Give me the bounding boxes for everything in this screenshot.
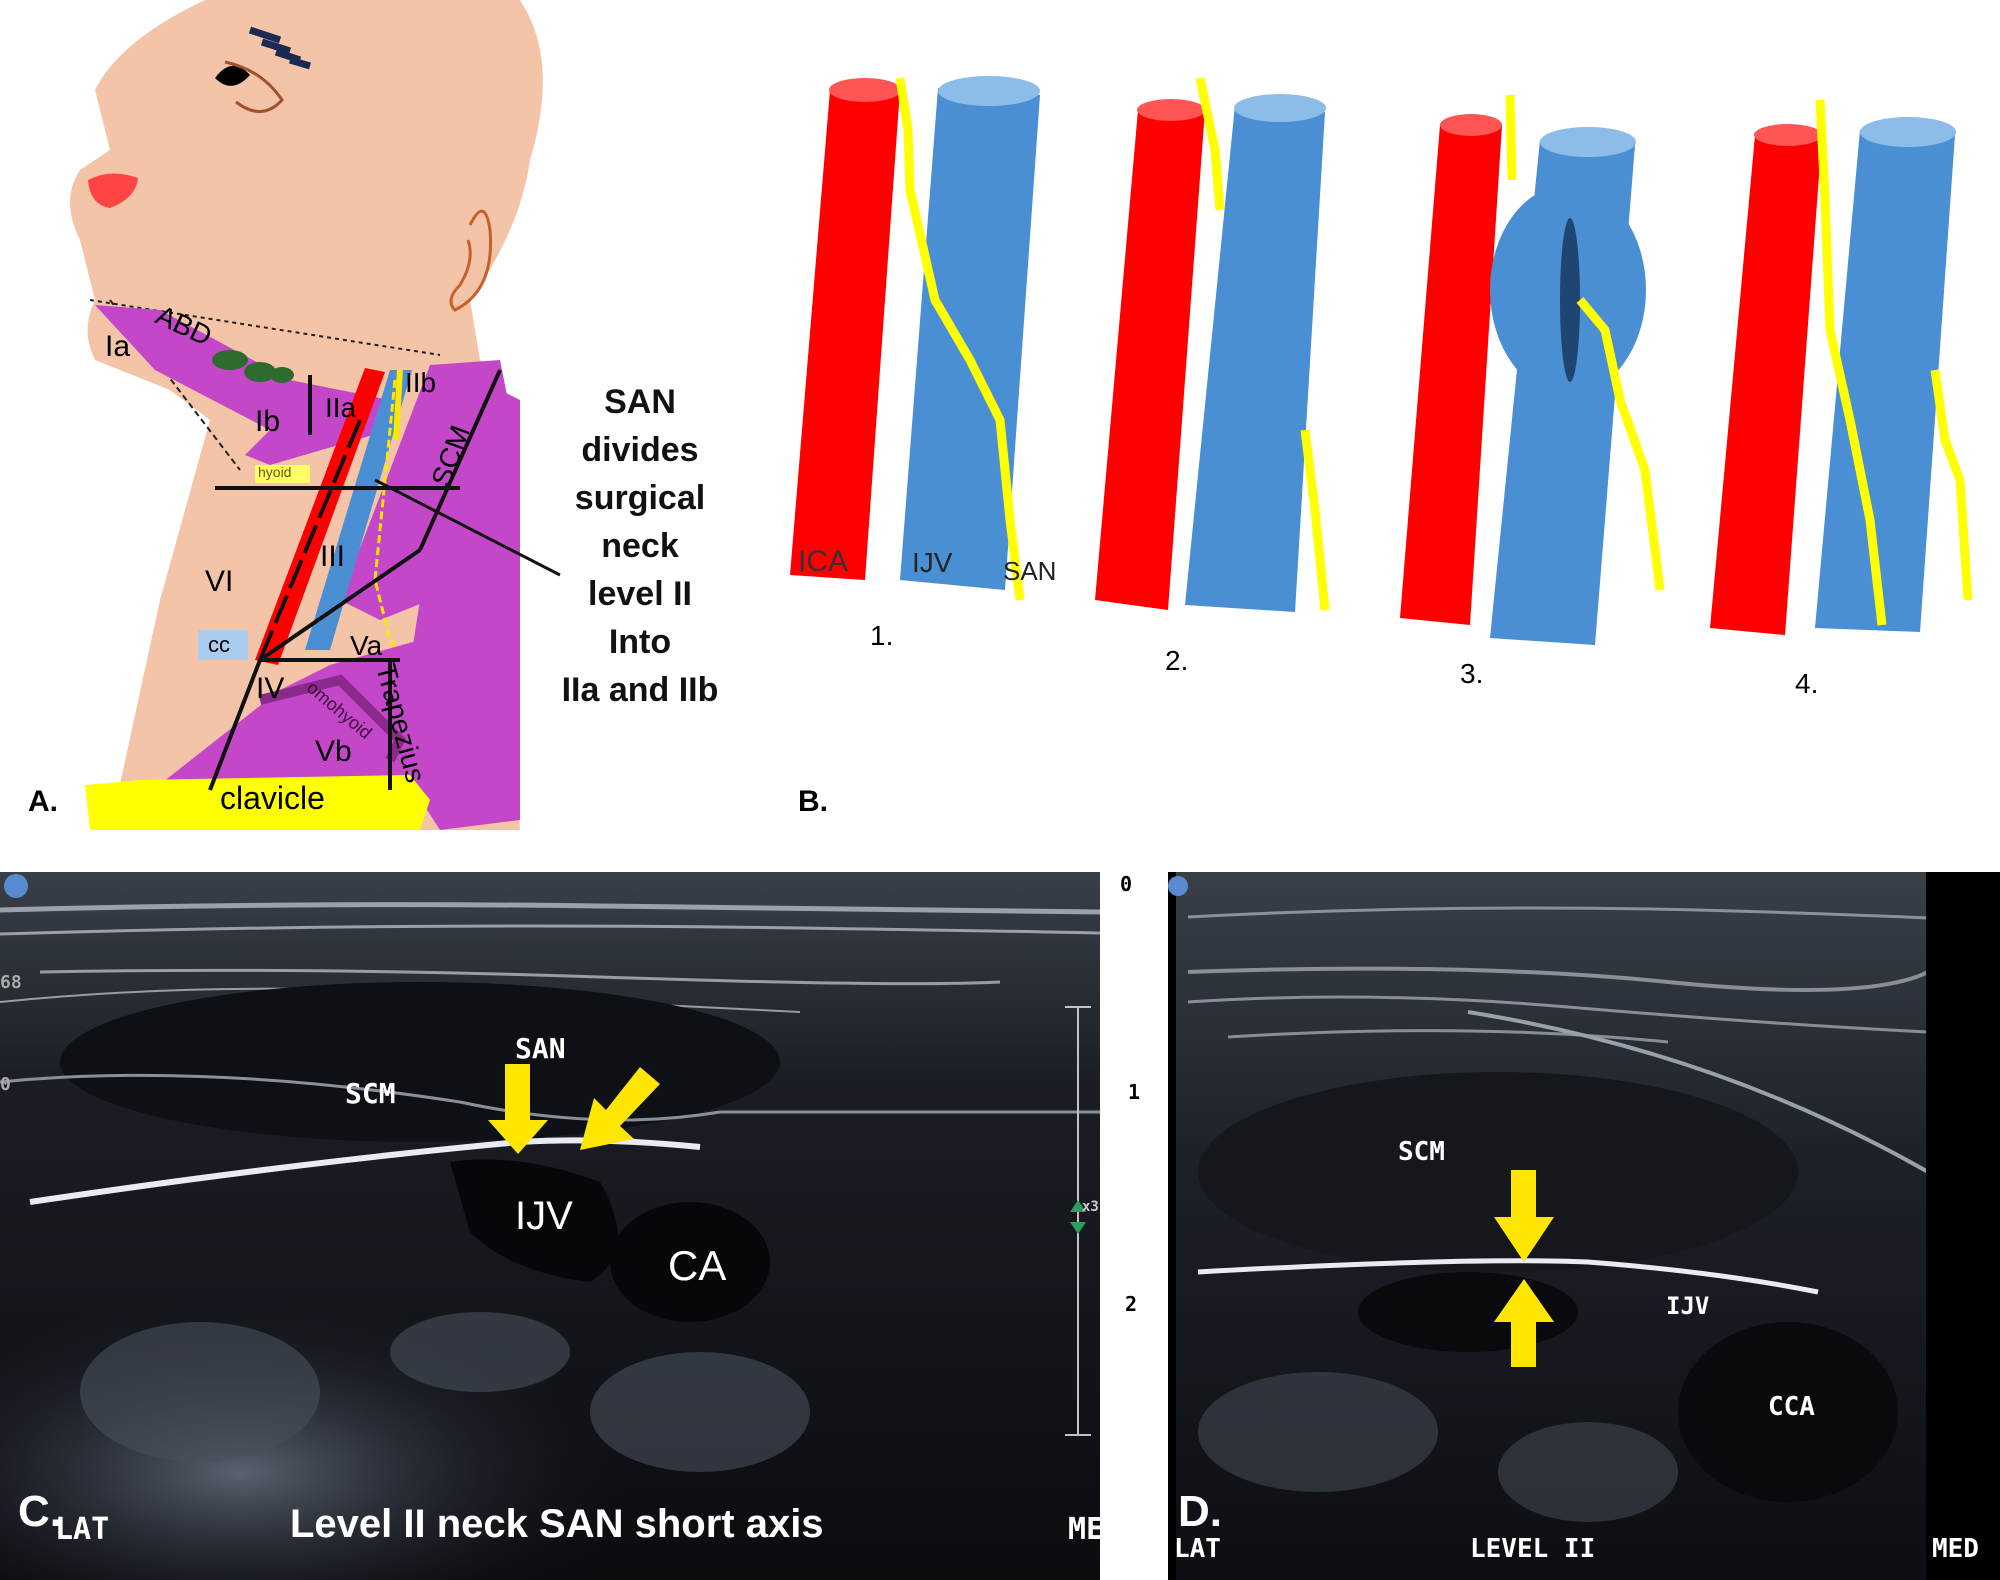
panel-c-ultrasound-short-axis: 0 1 2 68 0 x3 SCM SAN IJV CA C. LAT Leve… <box>0 872 1150 1580</box>
vessel-variants-illustration <box>790 76 1973 645</box>
cc-box <box>198 630 248 660</box>
san-arrows <box>488 1064 660 1154</box>
ijv-label-c: IJV <box>515 1194 573 1238</box>
med-label-c: MED <box>1068 1512 1123 1547</box>
depth-scale <box>1065 1006 1091 1436</box>
probe-icon <box>4 874 28 898</box>
callout-line: neck <box>601 527 679 565</box>
clavicle-label: clavicle <box>220 780 325 816</box>
arrow-down-icon <box>488 1064 548 1154</box>
level-va: Va <box>350 630 383 661</box>
scm-region <box>60 982 780 1142</box>
ear-icon <box>449 209 493 312</box>
callout-line: Into <box>608 623 672 661</box>
panel-b-san-variants: ICA IJV SAN 1. 2. 3. 4. B. <box>760 0 2000 840</box>
level-label-d: LEVEL II <box>1470 1534 1596 1564</box>
variant-3 <box>1400 94 1665 645</box>
ijv-lumen <box>450 1159 618 1282</box>
eyebrow-icon <box>248 26 312 70</box>
san-callout: SAN divides surgical neck level II Into … <box>540 378 740 714</box>
fascia-line <box>0 1073 1100 1122</box>
panel-d-label: D. <box>1178 1487 1222 1536</box>
abd-muscle <box>95 305 390 465</box>
edge-value-68: 68 <box>0 972 22 993</box>
ca-lumen <box>610 1202 770 1322</box>
deep-tissue-d <box>1198 1372 1678 1522</box>
med-label-d: MED <box>1932 1534 1979 1564</box>
san-upper <box>393 369 403 441</box>
panel-b-label: B. <box>798 785 828 818</box>
caption-c: Level II neck SAN short axis <box>290 1502 824 1546</box>
ijv-vessel <box>305 370 412 650</box>
fascia-line-d <box>1467 1010 1929 1174</box>
right-margin-d <box>1926 872 2000 1580</box>
eye-icon <box>215 60 284 113</box>
level-vi: VI <box>205 565 234 598</box>
level-ia: Ia <box>105 330 131 363</box>
right-border <box>1100 872 1150 1580</box>
callout-line: level II <box>588 575 692 613</box>
lat-label-d: LAT <box>1174 1534 1221 1564</box>
ijv-label-d: IJV <box>1666 1292 1710 1320</box>
panel-a-neck-levels-diagram: Ia Ib IIa IIb III IV VI Va Vb ABD hyoid … <box>0 0 760 840</box>
panel-c-label: C. <box>18 1487 62 1536</box>
variant-1 <box>790 76 1040 601</box>
ultrasound-image-c <box>0 872 1150 1580</box>
hyoid-label: hyoid <box>258 464 292 480</box>
depth-mark-1: 1 <box>1128 1080 1141 1104</box>
lips-icon <box>88 173 138 208</box>
scm-region-d <box>1198 1072 1798 1272</box>
cca-label-d: CCA <box>1768 1392 1815 1422</box>
arrow-up-icon <box>1494 1279 1554 1367</box>
level-iia: IIa <box>325 392 357 423</box>
depth-mark-0: 0 <box>1120 872 1133 896</box>
ca-label-c: CA <box>668 1242 727 1289</box>
clavicle-bone <box>85 775 430 830</box>
hyoid-bone <box>255 465 310 483</box>
panel-d-ultrasound-level-ii: SCM IJV CCA D. LAT LEVEL II MED <box>1168 872 2000 1580</box>
nerve-fascia-bright <box>1197 1258 1819 1295</box>
zoom-indicator: x3 <box>1082 1199 1099 1215</box>
panel-a-label: A. <box>28 785 58 818</box>
scm-label-c: SCM <box>345 1077 396 1110</box>
deep-tissue <box>80 1312 810 1472</box>
ijv-label: IJV <box>912 547 953 578</box>
ultrasound-image-d <box>1168 872 2000 1580</box>
cca-lumen <box>1678 1322 1898 1502</box>
level-iv: IV <box>256 672 285 705</box>
cc-label: cc <box>208 632 230 657</box>
lat-label-c: LAT <box>55 1512 110 1547</box>
med-superscript: 3 <box>1128 1498 1139 1519</box>
focus-marker-icon <box>1070 1200 1086 1234</box>
neck-illustration <box>70 0 561 830</box>
probe-icon-d <box>1168 876 1188 896</box>
level-iii: III <box>320 540 346 573</box>
variant-4-label: 4. <box>1795 668 1819 699</box>
variant-2 <box>1095 77 1330 612</box>
omohyoid-band <box>258 674 407 763</box>
callout-line: divides <box>581 431 699 469</box>
level-ib: Ib <box>255 405 281 438</box>
arrow-diagonal-icon <box>580 1067 660 1150</box>
ica-label: ICA <box>798 545 849 578</box>
level-vb: Vb <box>315 735 352 768</box>
san-label: SAN <box>1003 556 1057 586</box>
depth-mark-2: 2 <box>1125 1292 1138 1316</box>
san-nerve <box>373 379 442 761</box>
variant-1-label: 1. <box>870 620 894 651</box>
san-label-c: SAN <box>515 1032 566 1065</box>
nerve-arrows-d <box>1494 1170 1554 1367</box>
variant-4 <box>1710 99 1973 635</box>
callout-line: IIa and IIb <box>561 671 719 709</box>
callout-line: SAN <box>604 383 676 421</box>
level-boundaries <box>208 369 561 791</box>
callout-line: surgical <box>574 479 706 517</box>
level-iib: IIb <box>405 367 437 398</box>
edge-value-0: 0 <box>0 1074 11 1095</box>
variant-2-label: 2. <box>1165 645 1189 676</box>
arrow-down-icon <box>1494 1170 1554 1262</box>
submandibular-nodes <box>212 350 294 383</box>
variant-3-label: 3. <box>1460 658 1484 689</box>
scm-label-d: SCM <box>1398 1137 1445 1167</box>
